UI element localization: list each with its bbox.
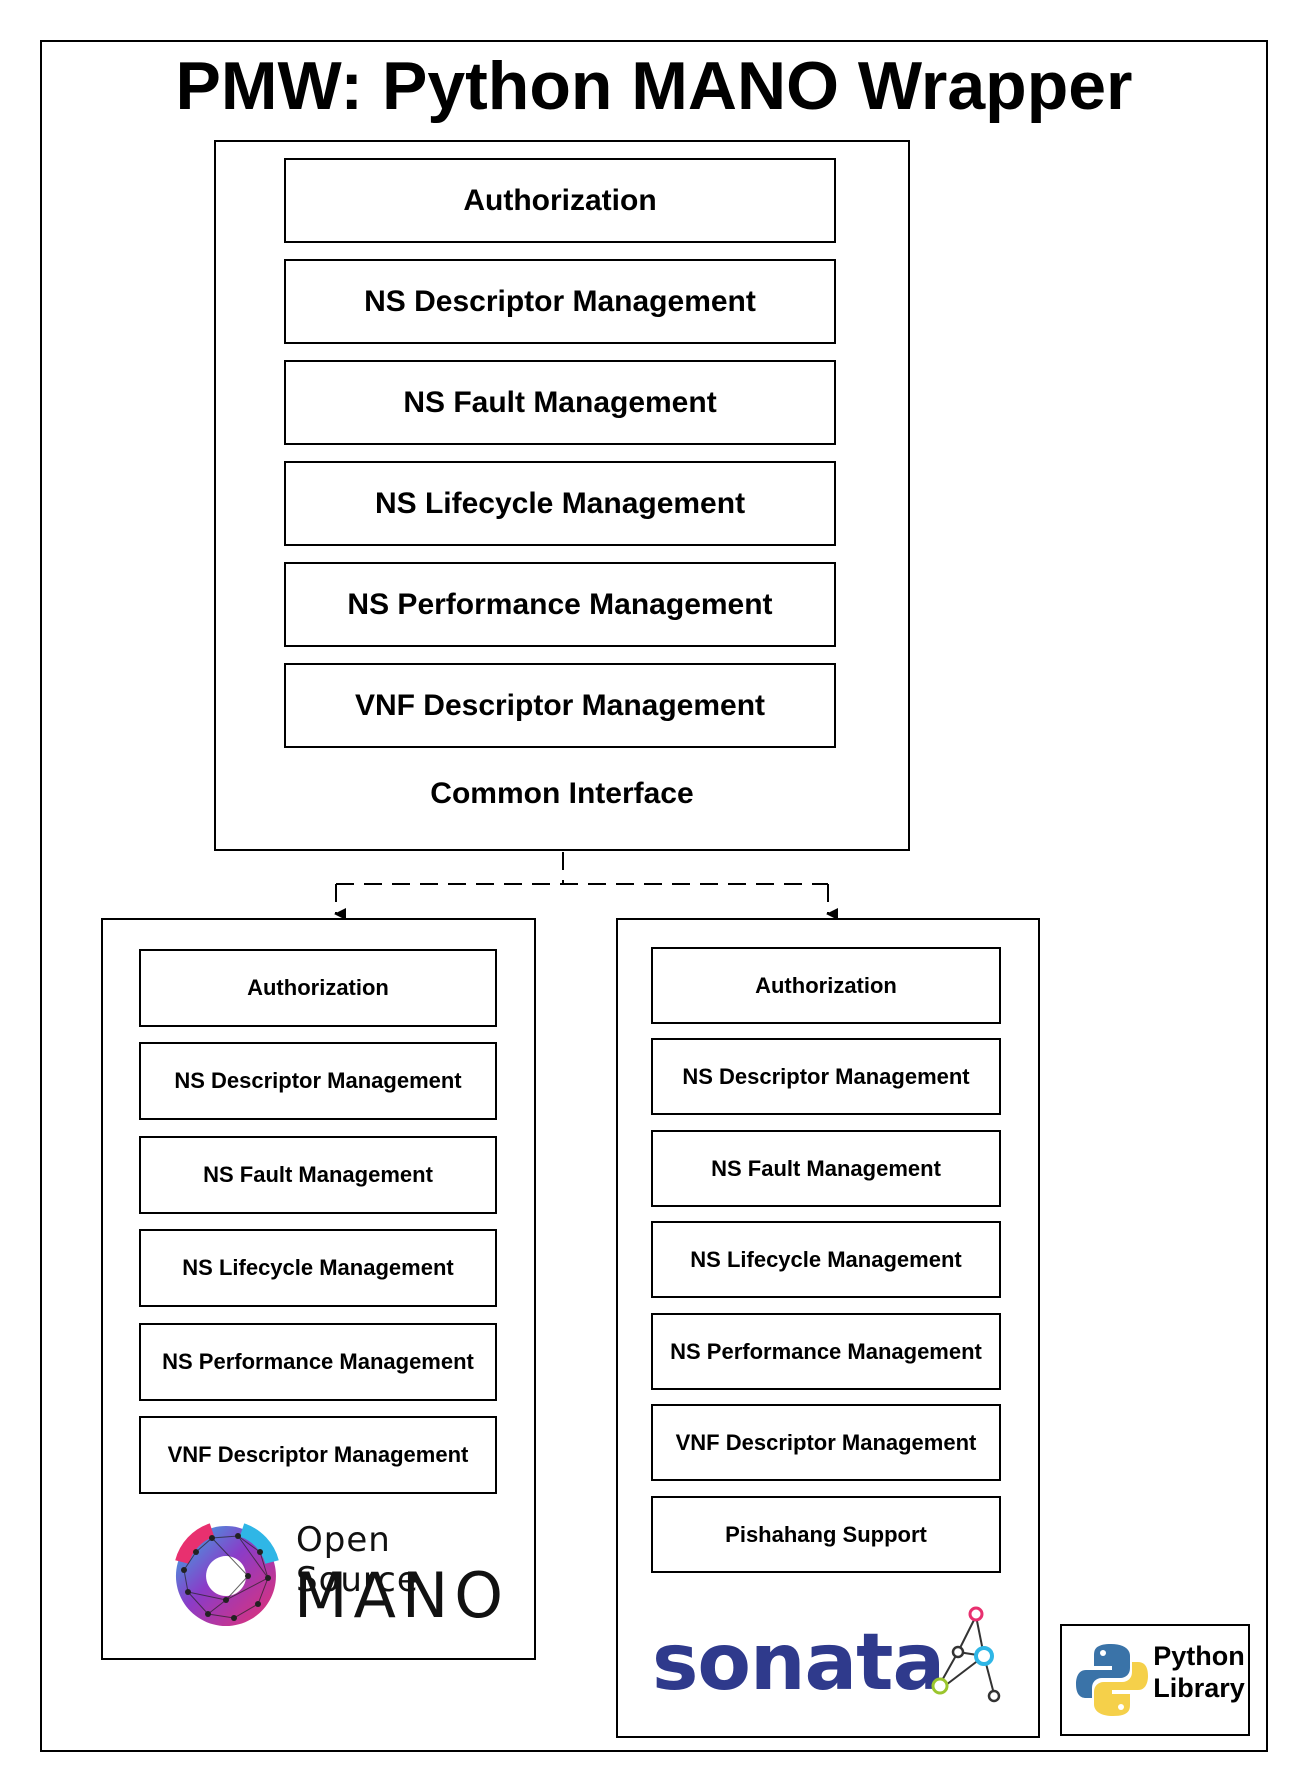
sonata-ns-descriptor-management: NS Descriptor Management <box>651 1038 1001 1115</box>
osm-logo-icon <box>175 1523 279 1626</box>
osm-logo-line2: MANO <box>294 1559 510 1632</box>
osm-container <box>101 918 536 1660</box>
ci-vnf-descriptor-management: VNF Descriptor Management <box>284 663 836 748</box>
python-library-line2: Library <box>1153 1673 1245 1703</box>
ci-ns-performance-management: NS Performance Management <box>284 562 836 647</box>
common-interface-label: Common Interface <box>430 777 694 810</box>
sonata-network-icon <box>931 1606 1001 1703</box>
ci-ns-fault-management: NS Fault Management <box>284 360 836 445</box>
osm-vnf-descriptor-management: VNF Descriptor Management <box>139 1416 497 1494</box>
common-interface-container <box>214 140 910 851</box>
sonata-container <box>616 918 1040 1738</box>
osm-ns-lifecycle-management: NS Lifecycle Management <box>139 1229 497 1307</box>
sonata-pishahang-support: Pishahang Support <box>651 1496 1001 1573</box>
python-library-line1: Python <box>1153 1641 1245 1671</box>
python-library-box <box>1060 1624 1250 1736</box>
sonata-ns-performance-management: NS Performance Management <box>651 1313 1001 1390</box>
ci-ns-descriptor-management: NS Descriptor Management <box>284 259 836 344</box>
ci-ns-lifecycle-management: NS Lifecycle Management <box>284 461 836 546</box>
ci-authorization: Authorization <box>284 158 836 243</box>
sonata-authorization: Authorization <box>651 947 1001 1024</box>
sonata-logo-text: sonata <box>652 1618 945 1708</box>
osm-ns-descriptor-management: NS Descriptor Management <box>139 1042 497 1120</box>
outer-frame <box>40 40 1268 1752</box>
osm-authorization: Authorization <box>139 949 497 1027</box>
page-title: PMW: Python MANO Wrapper <box>175 48 1133 124</box>
python-logo-icon <box>1076 1644 1148 1716</box>
sonata-ns-fault-management: NS Fault Management <box>651 1130 1001 1207</box>
osm-logo-line1: Open Source <box>296 1520 419 1600</box>
osm-ns-fault-management: NS Fault Management <box>139 1136 497 1214</box>
sonata-ns-lifecycle-management: NS Lifecycle Management <box>651 1221 1001 1298</box>
sonata-vnf-descriptor-management: VNF Descriptor Management <box>651 1404 1001 1481</box>
osm-ns-performance-management: NS Performance Management <box>139 1323 497 1401</box>
